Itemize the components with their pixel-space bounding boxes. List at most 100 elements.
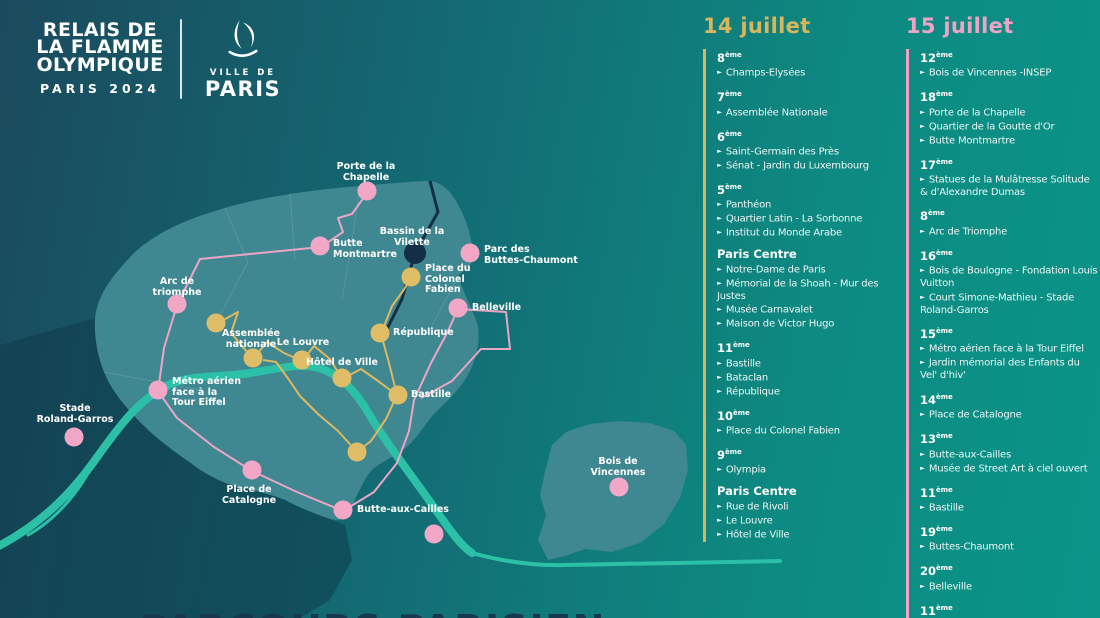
arrondissement-label: 18ème [920, 90, 953, 105]
place-item: ►Jardin mémorial des Enfants du Vel' d'h… [920, 357, 1080, 382]
arrondissement-group: 17ème ►Statues de la Mulâtresse Solitude … [920, 156, 1098, 200]
arrondissement-group: 10ème ►Place du Colonel Fabien [717, 407, 900, 438]
column-list-15-juillet: 12ème►Bois de Vincennes -INSEP 18ème ►Port… [906, 49, 1098, 618]
logo-line-1: RELAIS DE [42, 18, 158, 41]
arrondissement-group: 8ème ►Champs-Elysées [717, 49, 900, 80]
logo-subtitle: PARIS 2024 [39, 81, 161, 97]
arrondissement-label: 16ème [920, 248, 953, 263]
place-item: ►Arc de Triomphe [920, 226, 1008, 238]
arrow-bullet-icon: ► [920, 463, 925, 472]
arrondissement-label: 9ème [717, 447, 742, 462]
arrondissement-label: 14ème [920, 392, 953, 407]
arrondissement-label: Paris Centre [717, 247, 797, 262]
logo-paris: PARIS [204, 77, 282, 101]
place-item: ►Notre-Dame de Paris [717, 264, 826, 276]
arrow-bullet-icon: ► [717, 372, 722, 381]
place-item: ►Institut du Monde Arabe [717, 227, 842, 239]
arrow-bullet-icon: ► [717, 160, 722, 169]
arrondissement-label: 5ème [717, 182, 742, 197]
arrow-bullet-icon: ► [920, 358, 925, 367]
arrondissement-label: 17ème [920, 157, 953, 172]
logo-ville-de: VILLE DE [209, 68, 277, 78]
place-item: ►Quartier de la Goutte d'Or [920, 121, 1055, 133]
arrondissement-label: 7ème [717, 90, 742, 105]
column-list-14-juillet: 8ème ►Champs-Elysées 7ème ►Assemblée Nation… [703, 49, 900, 542]
place-item: ►Bastille [920, 502, 964, 514]
arrow-bullet-icon: ► [717, 465, 722, 474]
arrondissement-group: 12ème►Bois de Vincennes -INSEP [920, 49, 1098, 80]
arrondissement-group: 15ème ►Métro aérien face à la Tour Eiffel… [920, 325, 1098, 383]
arrow-bullet-icon: ► [717, 214, 722, 223]
arrow-bullet-icon: ► [920, 449, 925, 458]
place-item: ►Butte Montmartre [920, 135, 1015, 147]
arrondissement-label: Paris Centre [717, 484, 797, 499]
arrow-bullet-icon: ► [717, 278, 722, 287]
place-item: ►Belleville [920, 581, 972, 593]
outside-south-shape [0, 318, 352, 618]
arrondissement-label: 15ème [920, 326, 953, 341]
arrondissement-group: 8ème ►Arc de Triomphe [920, 207, 1098, 238]
arrow-bullet-icon: ► [717, 228, 722, 237]
relais-logo: RELAIS DE LA FLAMME OLYMPIQUE PARIS 2024 [30, 18, 170, 97]
arrondissement-group: 19ème ►Buttes-Chaumont [920, 523, 1098, 554]
place-item: ►Saint-Germain des Près [717, 146, 839, 158]
arrondissement-label: 19ème [920, 524, 953, 539]
place-item: ►Statues de la Mulâtresse Solitude & d'A… [920, 174, 1090, 198]
arrow-bullet-icon: ► [920, 226, 925, 235]
arrondissement-label: 11ème [920, 603, 953, 618]
arrow-bullet-icon: ► [920, 292, 925, 301]
place-item: ►Porte de la Chapelle [920, 107, 1026, 119]
arrow-bullet-icon: ► [717, 529, 722, 538]
logo-line-2: LA FLAMME [36, 36, 164, 59]
arrondissement-label: 8ème [717, 50, 742, 65]
place-item: ►Le Louvre [717, 515, 773, 527]
place-item: ►Place du Colonel Fabien [717, 425, 840, 437]
place-item: ►République [717, 386, 780, 398]
logo-divider [180, 19, 182, 99]
place-item: ►Bastille [717, 358, 761, 370]
arrondissement-label: 10ème [717, 408, 750, 423]
bois-de-vincennes-shape [538, 421, 688, 560]
place-item: ►Mémorial de la Shoah - Mur des Justes [717, 278, 879, 302]
arrondissement-group: 9ème►Olympia [717, 446, 900, 477]
arrondissement-group: Paris Centre►Rue de Rivoli►Le Louvre►Hôt… [717, 485, 900, 542]
place-item: ►Butte-aux-Cailles [920, 449, 1012, 461]
column-title-15-juillet: 15 juillet [906, 14, 1014, 38]
ville-de-paris-logo: VILLE DE PARIS [198, 18, 288, 100]
arrondissement-label: 20ème [920, 564, 953, 579]
arrondissement-label: 13ème [920, 432, 953, 447]
arrow-bullet-icon: ► [920, 344, 925, 353]
arrondissement-label: 8ème [920, 209, 945, 224]
place-item: ►Sénat - Jardin du Luxembourg [717, 160, 869, 172]
arrondissement-group: 18ème ►Porte de la Chapelle ►Quartier de l… [920, 88, 1098, 147]
arrow-bullet-icon: ► [717, 107, 722, 116]
arrow-bullet-icon: ► [920, 542, 925, 551]
arrondissement-group: 5ème►Panthéon►Quartier Latin - La Sorbon… [717, 181, 900, 240]
arrondissement-group: 7ème ►Assemblée Nationale [717, 88, 900, 119]
place-item: ►Métro aérien face à la Tour Eiffel [920, 343, 1084, 355]
arrow-bullet-icon: ► [717, 305, 722, 314]
arrondissement-group: 11ème►Bastille►Bataclan►République [717, 339, 900, 398]
arrow-bullet-icon: ► [920, 68, 925, 77]
place-item: ►Place de Catalogne [920, 409, 1022, 421]
arrondissement-group: 13ème►Butte-aux-Cailles►Musée de Street … [920, 430, 1098, 475]
place-item: ►Buttes-Chaumont [920, 541, 1014, 553]
district-borders [103, 185, 459, 391]
arrow-bullet-icon: ► [717, 501, 722, 510]
arrondissement-group: 14ème ►Place de Catalogne [920, 391, 1098, 422]
place-item: ►Assemblée Nationale [717, 107, 828, 119]
place-item: ►Musée Carnavalet [717, 304, 813, 316]
arrondissement-group: 16ème ►Bois de Boulogne - Fondation Louis… [920, 247, 1098, 317]
place-item: ►Bois de Boulogne - Fondation Louis Vuit… [920, 265, 1098, 290]
place-item: ►Quartier Latin - La Sorbonne [717, 213, 863, 225]
arrow-bullet-icon: ► [717, 264, 722, 273]
arrow-bullet-icon: ► [920, 121, 925, 130]
paris-sailboat-icon [228, 20, 258, 57]
arrow-bullet-icon: ► [717, 200, 722, 209]
arrow-bullet-icon: ► [920, 266, 925, 275]
arrondissement-group: 11ème►Bastille [920, 484, 1098, 515]
place-item: ►Champs-Elysées [717, 67, 806, 79]
arrow-bullet-icon: ► [920, 107, 925, 116]
